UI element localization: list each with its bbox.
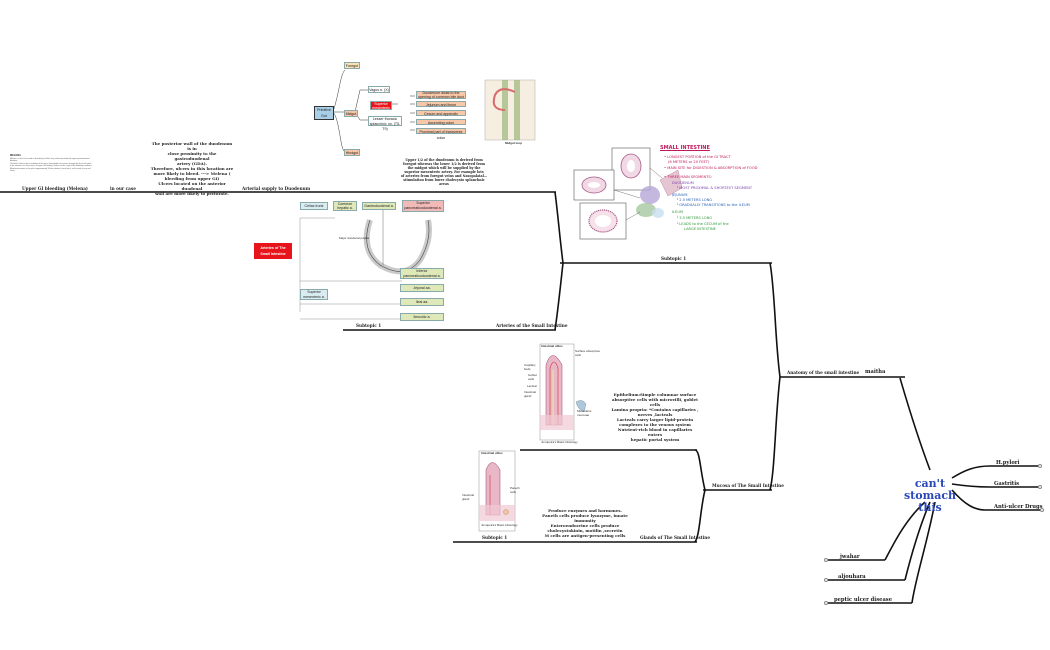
primitive-gut-box: Primitive Gut <box>314 106 334 120</box>
superior-mesenteric-note: Superior mesenteric a. <box>370 101 392 114</box>
branch-lines <box>0 191 1042 604</box>
anatomy-subtopic-label[interactable]: Subtopic 1 <box>661 256 687 261</box>
si-note-line: • MAIN SITE for DIGESTION & ABSORPTION o… <box>664 166 758 170</box>
villus-label: Goblet cells <box>528 373 537 381</box>
mucosa-label[interactable]: Mucosa of The Small Intestine <box>712 483 784 488</box>
branch-maitha[interactable]: maitha <box>865 369 886 375</box>
in-our-case-label[interactable]: in our case <box>110 186 136 191</box>
villus-label: Lacteal <box>527 384 537 388</box>
duodenum-label[interactable]: Arterial supply to Duodenum <box>242 186 311 191</box>
villus-label: Capillary beds <box>524 363 536 371</box>
gut-segment: Ascending colon <box>416 119 466 125</box>
glands-subtopic-label[interactable]: Subtopic 1 <box>482 535 508 540</box>
anatomy-label[interactable]: Anatomy of the small intestine <box>787 370 860 375</box>
arteries-subtopic-label[interactable]: Subtopic 1 <box>356 323 382 328</box>
si-note-line: DUODENUM <box>672 181 694 185</box>
gland-label: Paneth cells <box>510 486 520 494</box>
collapse-handle[interactable] <box>1038 464 1042 468</box>
glands-label[interactable]: Glands of The Small Intestine <box>640 535 711 540</box>
upper-gi-heading: MELENA <box>10 154 21 157</box>
duodenum-text: Upper 1/2 of the duodenum is derived fro… <box>400 158 488 186</box>
jejunal-box: Jejunal aa. <box>400 284 444 292</box>
si-note-line: └ MOST PROXIMAL & SHORTEST SEGMENT <box>676 186 753 190</box>
collapse-handle[interactable] <box>824 558 828 562</box>
villus-caption: Junqueira's Basic Histology <box>541 440 578 444</box>
in-our-case-text: The posterior wall of the duodenum is in… <box>150 141 234 196</box>
branch-gastritis[interactable]: Gastritis <box>994 481 1020 487</box>
root-label-line1: can't stomach <box>903 477 957 502</box>
si-note-line: JEJUNUM <box>672 193 688 197</box>
gut-segment: Jejunum and ileum <box>416 101 466 107</box>
gastroduodenal-box: Gastroduodenal a. <box>362 202 396 210</box>
hindgut-box: Hindgut <box>344 149 360 156</box>
branch-jwahar[interactable]: jwahar <box>840 554 860 560</box>
small-intestine-figure <box>573 147 683 240</box>
celiac-trunk-box: Celiac trunk <box>300 202 328 210</box>
branch-peptic-ulcer-disease[interactable]: peptic ulcer disease <box>834 597 893 603</box>
si-note-line: LARGE INTESTINE <box>684 227 716 231</box>
villus-label: Surface absorptive cells <box>575 349 601 357</box>
superior-mesenteric-box: Superior mesenteric a. <box>300 289 328 300</box>
midgut-loop-caption: Midgut loop <box>505 141 522 145</box>
gland-caption: Junqueira's Basic Histology <box>481 523 518 527</box>
gland-illustration <box>478 450 516 532</box>
arteries-label[interactable]: Arteries of the Small Intestine <box>496 323 568 328</box>
collapse-handle[interactable] <box>1040 508 1044 512</box>
si-note-line: • THREE MAIN SEGMENTS: <box>664 175 712 179</box>
si-note-line: └ GRADUALLY TRANSITIONS to the ILEUM <box>676 203 750 207</box>
si-note-line: └ 3.5 METERS LONG <box>676 216 713 220</box>
branch-aljouhara[interactable]: aljouhara <box>838 574 866 580</box>
si-note-line: └ 2.5 METERS LONG <box>676 198 713 202</box>
gut-segment: Proximal part of transverse colon <box>416 128 466 140</box>
gut-segment: Duodenum distal to the opening of common… <box>416 91 466 99</box>
collapse-handle[interactable] <box>1038 485 1042 489</box>
villus-illustration <box>539 343 587 441</box>
upper-gi-label[interactable]: Upper GI bleeding (Melena) <box>22 186 88 191</box>
midgut-loop-figure <box>484 79 536 141</box>
root-topic[interactable]: can't stomach this <box>888 478 972 514</box>
si-note-line: ILEUM <box>672 210 684 214</box>
si-note-line: • LONGEST PORTION of the GI TRACT <box>664 155 731 159</box>
ileocolic-box: Ileocolic a. <box>400 313 444 321</box>
gland-title: Intestinal villus <box>481 451 503 455</box>
villus-label: Muscularis mucosae <box>577 409 592 417</box>
glands-text: Produce enzymes and hormones.Paneth cell… <box>542 508 628 538</box>
si-note-line: (6 METERS or 20 FEET) <box>668 160 710 164</box>
gut-segment: Cecum and appendix <box>416 110 466 116</box>
gland-label: Intestinal gland <box>462 493 475 501</box>
foregut-box: Foregut <box>344 62 360 69</box>
branch-h-pylori[interactable]: H.pylori <box>996 460 1020 466</box>
si-note-line: └ LEADS to the CECUM of the <box>676 222 729 226</box>
ileal-box: Ileal aa. <box>400 298 444 306</box>
villus-title: Intestinal villus <box>541 344 563 348</box>
branch-anti-ulcer-drugs[interactable]: Anti-ulcer Drugs <box>994 504 1043 510</box>
small-intestine-title: SMALL INTESTINE <box>660 145 710 151</box>
common-hepatic-box: Common hepatic a. <box>333 201 357 211</box>
papilla-label: Major duodenal papilla <box>339 236 370 240</box>
inferior-pancreaticoduodenal-box: Inferior pancreaticoduodenal a. <box>400 268 444 279</box>
collapse-handle[interactable] <box>824 578 828 582</box>
superior-pancreaticoduodenal-box: Superior pancreaticoduodenal a. <box>402 200 444 212</box>
upper-gi-text: Melena is a term to be used in describin… <box>10 158 93 173</box>
vagus-note: Vagus n. (X) <box>368 86 390 93</box>
midgut-box: Midgut <box>344 110 358 117</box>
splanchnic-note: Lesser thoracic splanchnic nn. (T5-T9) <box>368 116 402 131</box>
collapse-handle[interactable] <box>824 601 828 605</box>
gut-diagram-connectors <box>332 69 415 153</box>
root-label-line2: this <box>918 501 942 514</box>
villus-label: Intestinal gland <box>524 390 537 398</box>
